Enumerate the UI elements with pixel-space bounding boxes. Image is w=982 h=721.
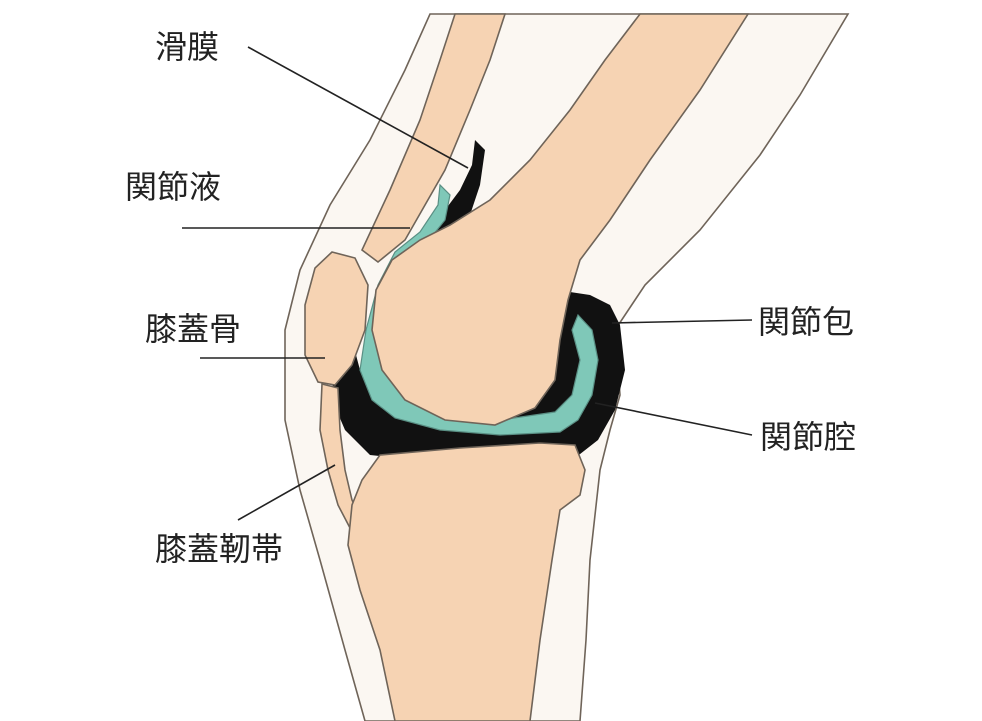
label-patella: 膝蓋骨 xyxy=(145,310,241,348)
label-patellar-ligament: 膝蓋靭帯 xyxy=(155,530,283,568)
leader-joint-cavity xyxy=(595,403,752,435)
label-synovium: 滑膜 xyxy=(155,28,219,66)
label-joint-capsule: 関節包 xyxy=(758,303,854,341)
leader-joint-capsule xyxy=(612,320,752,323)
label-joint-cavity: 関節腔 xyxy=(760,418,856,456)
label-synovial-fluid: 関節液 xyxy=(125,168,221,206)
